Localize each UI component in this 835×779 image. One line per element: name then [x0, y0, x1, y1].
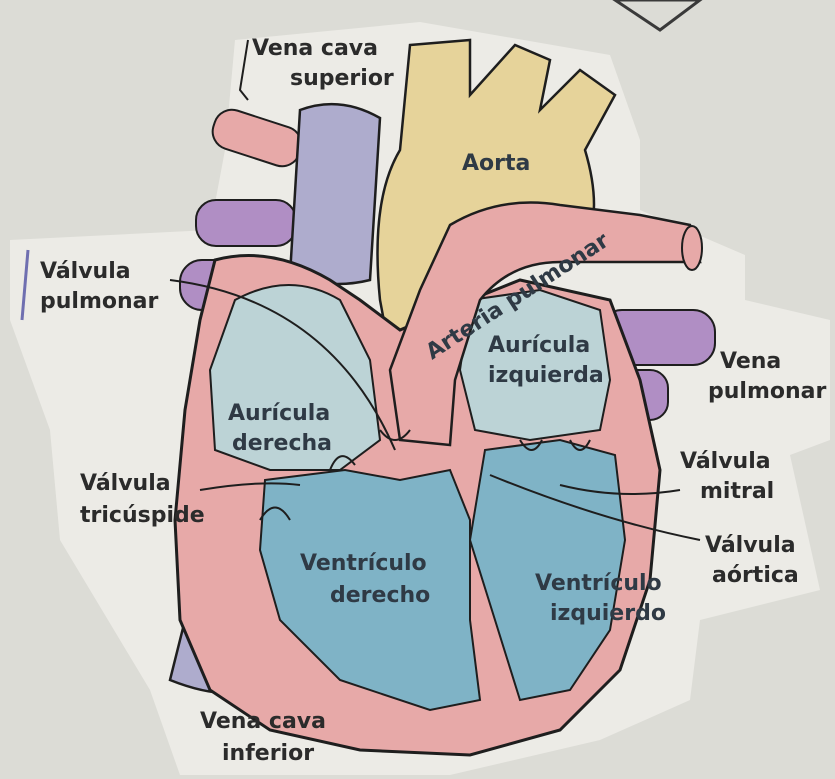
label-valvula-mitral-1: Válvula — [680, 449, 771, 474]
label-auricula-izquierda-2: izquierda — [488, 363, 604, 388]
arteria-pulmonar-end — [682, 226, 702, 270]
label-auricula-derecha-2: derecha — [232, 431, 332, 456]
label-auricula-derecha-1: Aurícula — [228, 401, 330, 426]
label-auricula-izquierda-1: Aurícula — [488, 333, 590, 358]
label-ventriculo-izquierdo-2: izquierdo — [550, 601, 666, 626]
label-valvula-tricuspide-1: Válvula — [80, 471, 171, 496]
label-valvula-pulmonar-2: pulmonar — [40, 289, 158, 314]
label-valvula-aortica-1: Válvula — [705, 533, 796, 558]
left-vessel-purple-1 — [196, 200, 296, 246]
label-ventriculo-izquierdo-1: Ventrículo — [535, 571, 662, 596]
corner-mark — [615, 0, 700, 30]
label-aorta: Aorta — [462, 151, 530, 176]
label-vena-pulmonar-2: pulmonar — [708, 379, 826, 404]
label-ventriculo-derecho-1: Ventrículo — [300, 551, 427, 576]
label-valvula-mitral-2: mitral — [700, 479, 774, 504]
label-vena-cava-superior-2: superior — [290, 66, 394, 91]
label-vena-cava-inferior-1: Vena cava — [200, 709, 326, 734]
label-vena-cava-inferior-2: inferior — [222, 741, 314, 766]
label-valvula-tricuspide-2: tricúspide — [80, 503, 205, 528]
label-ventriculo-derecho-2: derecho — [330, 583, 430, 608]
label-valvula-pulmonar-1: Válvula — [40, 259, 131, 284]
label-valvula-aortica-2: aórtica — [712, 563, 799, 588]
label-vena-pulmonar-1: Vena — [720, 349, 781, 374]
label-vena-cava-superior-1: Vena cava — [252, 36, 378, 61]
vena-cava-superior-shape — [290, 104, 380, 284]
